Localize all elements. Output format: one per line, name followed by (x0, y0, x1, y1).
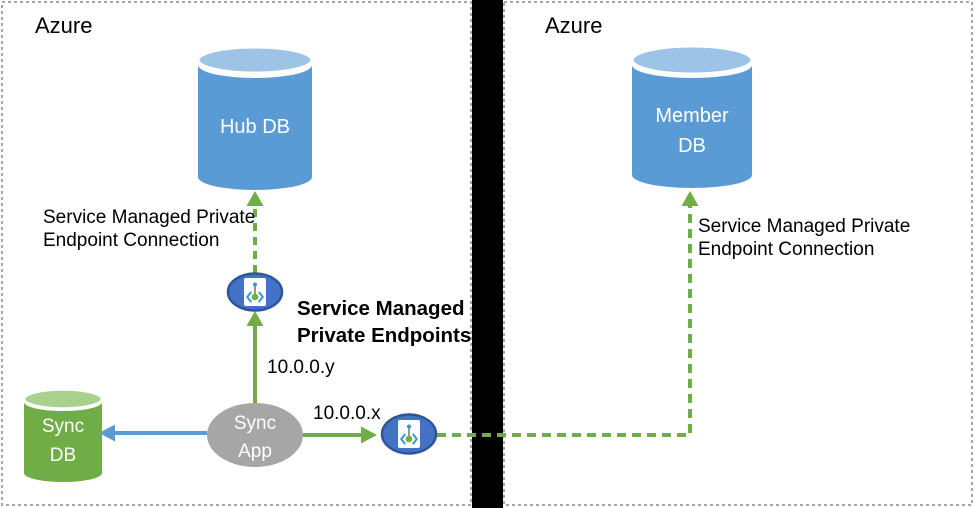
dashed-arrow-endpoint-to-hub-db (246, 191, 264, 273)
icon-top-dot (253, 282, 257, 287)
endpoints-title-line2: Private Endpoints (297, 324, 471, 347)
cylinder-top (22, 388, 104, 410)
arrow-head (99, 424, 115, 442)
private-endpoint-right (380, 413, 438, 455)
sync-app-ellipse (207, 403, 303, 467)
icon-green-dot (405, 435, 413, 443)
arrow-sync-app-to-endpoint-up (246, 311, 264, 403)
hub-connection-label-line1: Service Managed Private (43, 207, 255, 228)
arrow-head (246, 311, 264, 326)
icon-green-dot (251, 293, 259, 301)
member-connection-label-line2: Endpoint Connection (698, 239, 874, 260)
member-db-label-line1: Member (655, 105, 729, 127)
cylinder-top (630, 44, 754, 76)
cylinder-body (632, 65, 752, 188)
network-boundary-divider (472, 0, 503, 508)
icon-left-chevron (400, 433, 406, 445)
sync-app-label-line2: App (238, 441, 272, 462)
hub-connection-label-line2: Endpoint Connection (43, 230, 219, 251)
cylinder-body (198, 65, 312, 190)
cylinder-body (24, 402, 102, 482)
member-connection-label-line1: Service Managed Private (698, 216, 910, 237)
private-endpoint-icon (398, 420, 420, 448)
dashed-arrow-endpoint-to-member-db (437, 191, 699, 437)
icon-right-chevron (412, 433, 418, 445)
azure-region-right-title: Azure (545, 13, 602, 38)
member-db-label-line2: DB (678, 135, 706, 157)
hub-db-label: Hub DB (220, 116, 290, 138)
sync-db-label-line2: DB (50, 445, 76, 466)
hub-db-cylinder: Hub DB (196, 45, 314, 190)
icon-right-chevron (258, 291, 264, 303)
arrow-head (681, 191, 699, 206)
icon-left-chevron (246, 291, 252, 303)
private-endpoint-icon (244, 278, 266, 306)
azure-region-left-title: Azure (35, 13, 92, 38)
arrow-head (246, 191, 264, 206)
arrow-sync-app-to-sync-db (99, 424, 207, 442)
ip-label-y: 10.0.0.y (267, 357, 335, 378)
arrow-head (361, 426, 377, 444)
sync-app-label-line1: Sync (234, 413, 276, 434)
arrow-sync-app-to-endpoint-right (303, 426, 377, 444)
icon-top-dot (407, 424, 411, 429)
ip-label-x: 10.0.0.x (313, 403, 381, 424)
cylinder-top (196, 45, 314, 75)
sync-db-label-line1: Sync (42, 416, 84, 437)
sync-app-node: Sync App (207, 403, 303, 467)
endpoints-title-line1: Service Managed (297, 297, 465, 320)
private-endpoint-left (226, 272, 284, 312)
sync-db-cylinder: Sync DB (22, 388, 104, 482)
arrow-line (437, 206, 692, 437)
member-db-cylinder: Member DB (630, 44, 754, 188)
